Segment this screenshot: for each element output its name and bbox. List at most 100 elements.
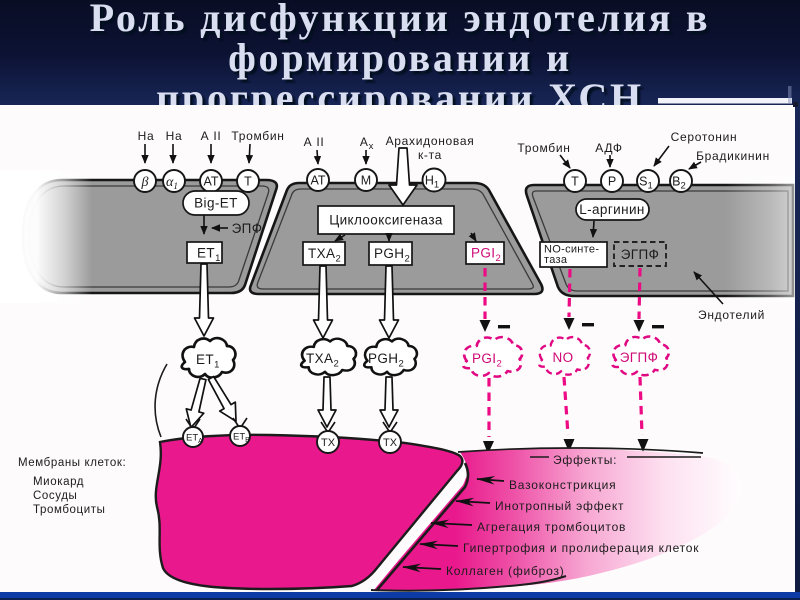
ligand-a2-mid: А II [304,135,325,149]
effect-item-1: Вазоконстрикция [509,478,616,492]
receptor-at1-mid [306,168,330,192]
egpf-dash-lower [638,376,644,436]
receptor-etb [229,425,251,447]
pgi2-lower-arrowhead [483,441,494,454]
ligand-na-1: На [138,129,155,143]
arginine-to-nos [589,220,598,238]
receptor-h1 [421,167,447,193]
inhibitory-dashed-lines [479,267,664,454]
no-synthase-label-2: таза [544,254,568,266]
pgi2-box [465,241,505,265]
egpf-upper-arrowhead [633,320,645,332]
ligand-labels-middle: А II Ах Арахидоновая к-та [304,134,475,165]
cloud-txa2-label: TXA2 [306,351,339,370]
title-line-2: формировании и [228,35,572,80]
arrow-serotonin [653,145,670,167]
egpf-box-label: ЭГПФ [621,247,660,262]
effect-item-4: Гипертрофия и пролиферация клеток [463,541,699,555]
epf-label: ЭПФ [232,221,263,236]
receptor-t-left [236,169,260,193]
txa2-box [302,241,346,266]
endothelial-cell-middle-inner [256,188,534,290]
membrane-main-face [154,433,464,591]
no-synthase-label-1: NO-синте- [544,244,599,256]
egpf-minus [652,325,664,329]
ligand-arachidonic-2: к-та [418,148,442,162]
membranes-legend-header: Мембраны клеток: [18,457,126,469]
receptor-s1 [636,169,660,193]
ligand-a2-left: А II [201,129,222,143]
receptor-h1-label: H1 [425,174,439,191]
big-et-label: Big-ET [194,196,238,211]
receptor-p [600,169,624,193]
endothelium-arrow [693,271,724,305]
arrow-a2-mid [313,149,322,165]
big-et-pill [182,190,250,216]
receptor-etb-label: ETB [233,432,250,445]
cloud-pgh2-label: PGH2 [368,351,404,370]
cloud-egpf-label: ЭГПФ [620,350,659,365]
arrow-thrombin-right [559,154,571,169]
endothelium-callout: Эндотелий [693,271,765,322]
receptor-t-right [563,169,587,193]
et1-box [186,241,223,264]
arrow-thrombin-left [245,143,254,164]
receptor-beta [133,169,157,193]
receptor-m [354,168,378,192]
receptor-m-label: M [361,174,371,188]
receptor-t-left-label: T [244,175,252,189]
figure-corner-dot [793,102,798,107]
no-pathway: L-аргинин NO-синте- таза ЭГПФ [539,198,667,268]
endothelium-label: Эндотелий [698,308,765,322]
membrane-tail-top-line [457,447,704,454]
effect-arrow-5 [402,563,442,573]
effect-item-5: Коллаген (фиброз) [446,564,565,578]
membranes-legend: Мембраны клеток: Миокард Сосуды Тромбоци… [18,457,126,516]
ligand-arachidonic-1: Арахидоновая [386,134,475,148]
txa2-box-label: TXA2 [308,246,341,265]
l-arginine-label: L-аргинин [579,202,645,217]
pgi2-upper-arrowhead [479,320,491,332]
endothelin-pathway: Big-ET ЭПФ ET1 [182,190,263,264]
no-upper-arrowhead [563,318,575,330]
no-dash-lower [562,376,570,436]
egpf-lower-arrowhead [637,439,649,452]
effects-list: Эффекты: Вазоконстрикция Инотропный эффе… [402,453,701,578]
receptor-tx1-label: TX [321,437,336,449]
receptor-t-right-label: T [571,175,579,189]
endothelial-cell-right-inner [531,190,789,292]
receptor-eta [182,426,204,448]
receptor-s1-label: S1 [639,175,653,192]
right-fade [715,176,795,302]
cyclooxygenase-pathway: Циклооксигеназа TXA2 PGH2 PGI2 [302,205,505,266]
effects-header: Эффекты: [553,453,617,467]
bottom-bar-navy [0,598,800,600]
receptor-eta-label: ETA [186,433,203,446]
receptor-p-label: P [608,175,616,189]
receptor-b2-label: B2 [672,175,686,192]
cloud-et1-label: ET1 [196,352,220,371]
effect-arrow-2 [455,497,491,507]
title-underline-tick [788,86,792,103]
left-fade [0,170,92,303]
receptor-b2 [669,169,693,193]
bottom-bar-blue [0,592,800,598]
receptor-alpha1 [162,169,186,193]
membrane-left-curve [154,363,168,438]
ligand-na-2: На [166,129,183,143]
ligand-bradykinin: Брадикинин [696,149,770,163]
cloud-no-label: NO [552,350,573,365]
endothelium-diagram: На На А II Тромбин А II Ах Арахидоновая … [0,129,795,592]
receptor-beta-label: β [141,175,149,190]
no-lower-arrowhead [563,439,575,452]
cloud-pgi2-label: PGI2 [472,351,502,370]
effect-arrow-4 [419,540,459,550]
ligand-adp: АДФ [595,141,623,155]
pgh2-box-label: PGH2 [374,246,410,265]
pgi2-minus [498,325,510,329]
membrane-fold-bottom-line [370,575,567,592]
egpf-box [613,241,667,267]
target-cell-membrane [154,363,742,592]
receptor-tx2 [378,430,402,454]
